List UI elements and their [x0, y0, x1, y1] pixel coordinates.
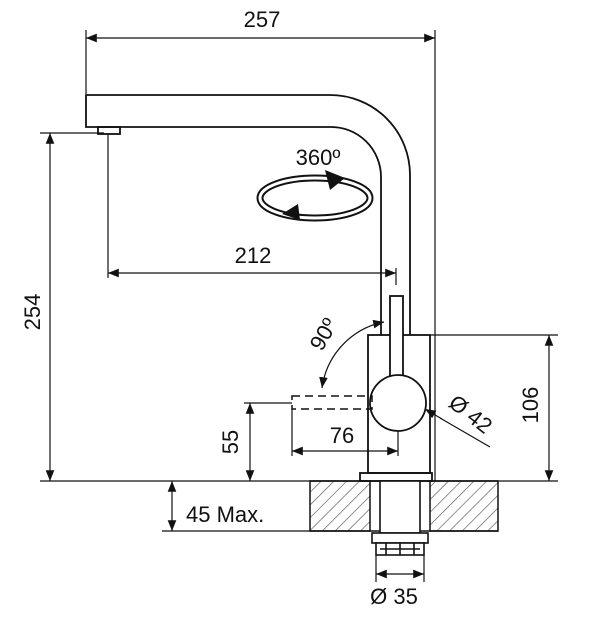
label-rotation: 360º: [296, 145, 341, 170]
label-body-height: 106: [518, 387, 543, 424]
label-lever-travel: 76: [330, 423, 354, 448]
label-thread-diameter: Ø 35: [370, 584, 418, 609]
label-lever-height: 55: [218, 430, 243, 454]
label-lever-angle: 90º: [305, 314, 343, 355]
spout: [85, 94, 411, 335]
mounting-shank: [371, 480, 429, 556]
dim-body-diameter: [424, 408, 491, 448]
rotation-arrow-icon: [256, 170, 374, 222]
label-height: 254: [20, 294, 45, 331]
dim-body-height: [430, 334, 558, 482]
label-overall-width: 257: [244, 7, 281, 32]
dim-counter-thickness: [162, 481, 310, 532]
label-body-diameter: Ø 42: [444, 390, 497, 439]
dim-thread-diameter: [375, 555, 425, 582]
lever-handle: [369, 295, 427, 432]
counter-top: [309, 480, 499, 532]
dim-reach: [107, 134, 397, 285]
dim-overall-width: [85, 30, 436, 481]
lever-open-outline: [291, 395, 373, 410]
label-counter-thickness: 45 Max.: [186, 502, 264, 527]
dim-lever-angle: [319, 319, 385, 389]
label-reach: 212: [235, 243, 272, 268]
